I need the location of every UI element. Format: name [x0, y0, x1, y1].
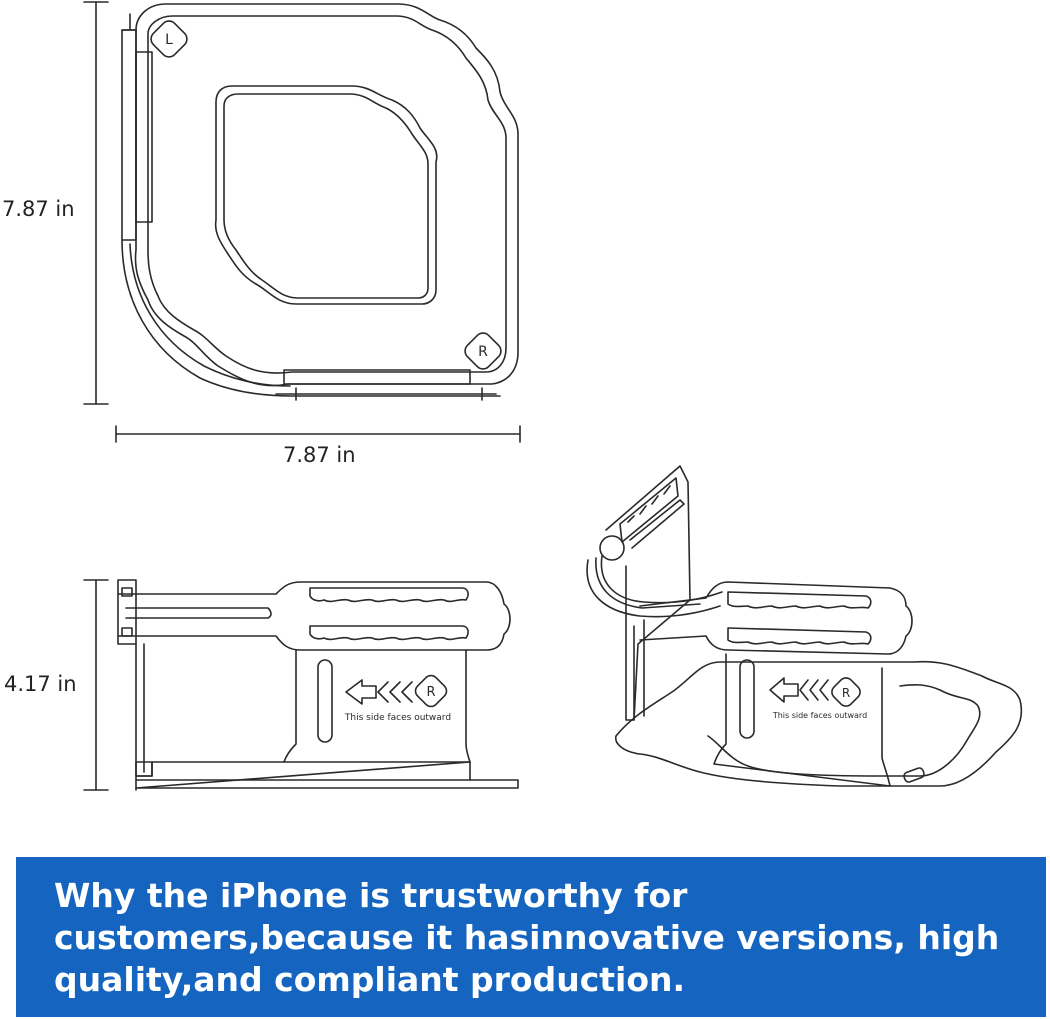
- top-width-label: 7.87 in: [283, 443, 356, 467]
- side-view-upper-grip: [309, 587, 469, 603]
- perspective-panel: [713, 653, 891, 787]
- corner-l-letter: L: [165, 32, 173, 48]
- perspective-view: R This side faces outward: [586, 465, 1023, 787]
- perspective-outward-arrow: [769, 677, 799, 703]
- top-view-r-letter: R: [478, 344, 488, 360]
- corner-l-badge: [150, 20, 188, 58]
- perspective-back-plate: [605, 465, 691, 721]
- perspective-curved-band: [586, 559, 721, 618]
- side-view-panel: [283, 649, 471, 763]
- perspective-lower-grip: [727, 627, 872, 645]
- side-view-base: [135, 761, 519, 789]
- side-view: R This side faces outward: [83, 579, 519, 791]
- top-view-bottom-rail: [283, 369, 471, 385]
- top-view-inner-window: [214, 85, 438, 305]
- side-view-r-letter: R: [426, 685, 435, 700]
- promo-banner-text: Why the iPhone is trustworthy for custom…: [54, 876, 1000, 999]
- perspective-r-badge: [831, 677, 861, 707]
- top-view-left-rail: [121, 29, 137, 241]
- top-view-r-badge: [464, 332, 502, 370]
- side-view-r-badge: [414, 674, 448, 708]
- top-view: L R: [83, 1, 521, 443]
- perspective-r-letter: R: [842, 686, 850, 700]
- side-view-orientation-text: This side faces outward: [344, 713, 451, 723]
- top-height-label: 7.87 in: [2, 197, 75, 221]
- perspective-base-plate: [615, 660, 1023, 787]
- side-view-lower-grip: [309, 625, 469, 641]
- side-view-outward-arrow: [345, 679, 377, 705]
- perspective-orientation-text: This side faces outward: [772, 711, 867, 720]
- perspective-arm: [639, 581, 913, 655]
- top-view-inner-outline: [147, 15, 507, 374]
- top-view-outer-outline: [134, 3, 519, 387]
- promo-banner: Why the iPhone is trustworthy for custom…: [16, 857, 1046, 1017]
- product-line-drawing: L R R This side faces outward: [83, 1, 1023, 791]
- perspective-upper-grip: [727, 591, 872, 609]
- side-height-label: 4.17 in: [4, 672, 77, 696]
